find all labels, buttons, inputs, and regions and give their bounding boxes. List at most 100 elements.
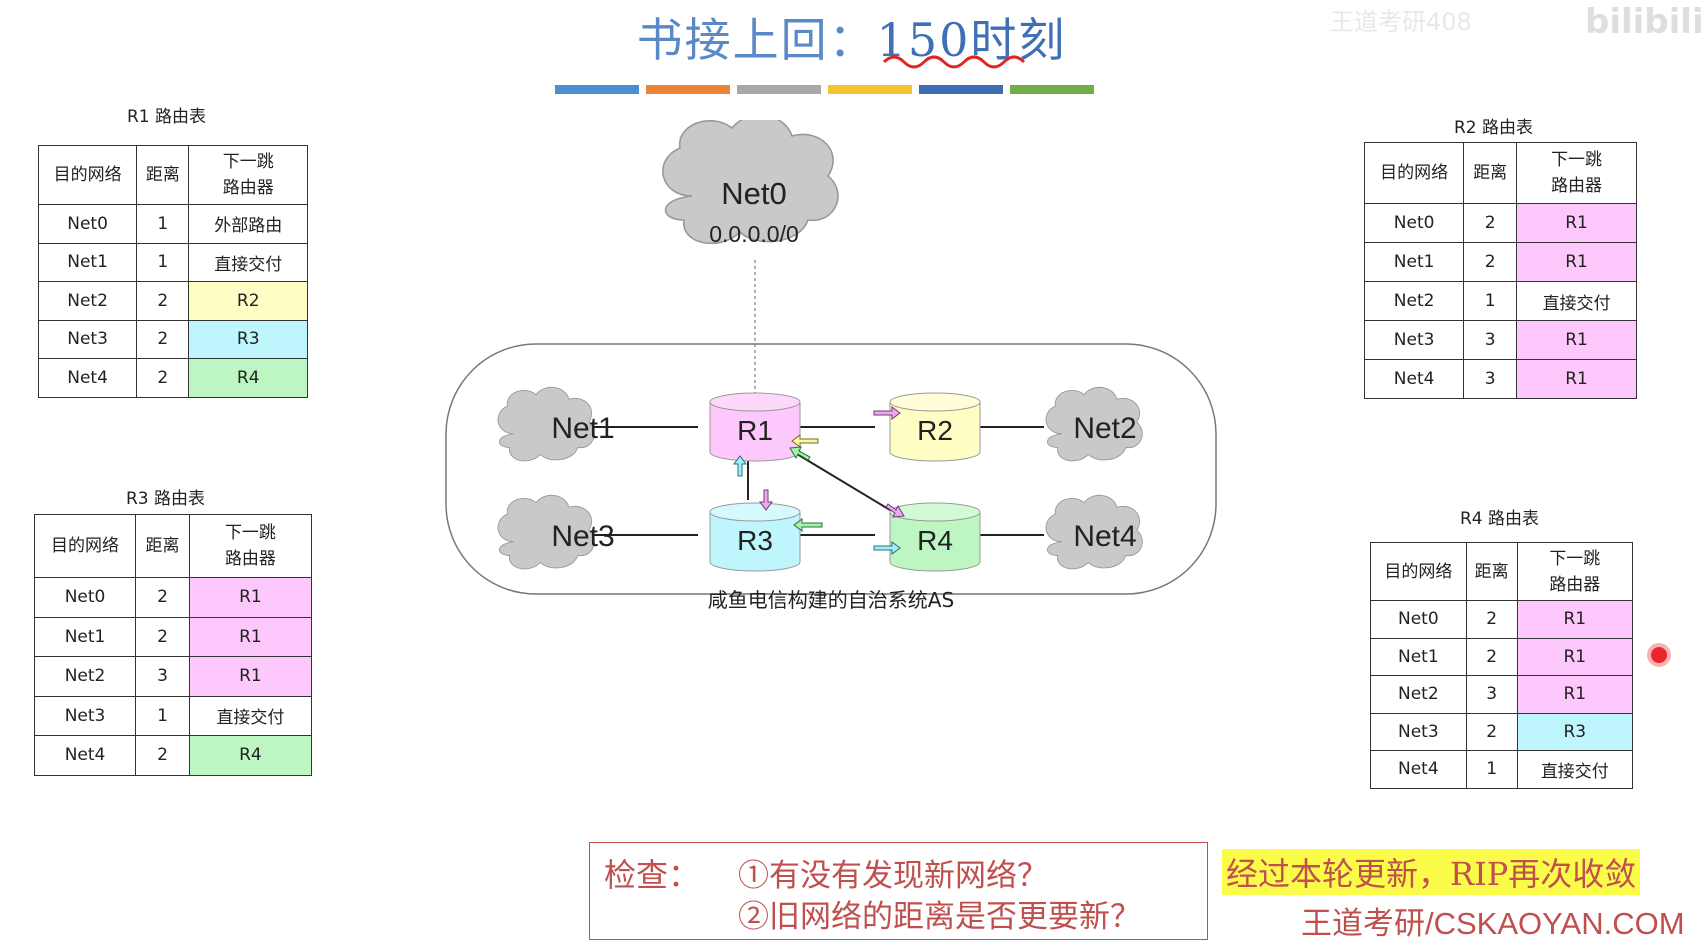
cell-next: R4: [188, 358, 308, 398]
update-arrow-r3-to-r1: [733, 455, 747, 477]
page-title: 书接上回：150时刻: [0, 4, 1703, 70]
net1-label: Net1: [551, 412, 614, 445]
update-arrow-r1-to-r4: [885, 503, 905, 518]
cell-dest: Net0: [37, 204, 138, 244]
cell-dest: Net3: [1370, 712, 1467, 751]
cell-next: R1: [1516, 320, 1637, 360]
update-arrow-r4-to-r3: [793, 518, 823, 532]
header-dest: 目的网络: [1363, 142, 1465, 204]
cell-dist: 2: [1465, 712, 1518, 751]
cell-dest: Net3: [33, 695, 137, 736]
cell-dist: 1: [1463, 281, 1518, 321]
header-next: 下一跳路由器: [1516, 542, 1634, 601]
header-next-l2: 路由器: [224, 549, 276, 569]
cell-dist: 3: [135, 656, 190, 697]
color-bar-2: [646, 85, 730, 94]
cell-dist: 2: [135, 616, 190, 657]
update-arrow-r1-to-r3: [759, 489, 773, 511]
r3-table-title: R3 路由表: [126, 489, 206, 509]
net1-cloud: [497, 386, 595, 462]
router-r2-label: R2: [917, 415, 953, 446]
header-next: 下一跳路由器: [188, 514, 313, 578]
cell-dest: Net1: [1370, 637, 1467, 676]
cell-next: R3: [1516, 712, 1634, 751]
cell-next: R1: [1516, 600, 1634, 639]
cell-dist: 2: [1463, 242, 1518, 282]
update-arrow-r3-to-r4: [873, 541, 901, 555]
cell-next: R1: [1516, 203, 1637, 243]
router-r4-label: R4: [917, 525, 953, 556]
header-next-l2: 路由器: [222, 178, 274, 198]
header-next-l2: 路由器: [1551, 176, 1603, 196]
cell-dist: 2: [135, 735, 190, 776]
header-next-l2: 路由器: [1549, 574, 1601, 595]
converged-note: 经过本轮更新，RIP再次收敛: [1222, 849, 1641, 895]
check-label: 检查：: [604, 856, 701, 894]
header-next-l1: 下一跳: [1549, 548, 1601, 569]
cell-dest: Net2: [1370, 675, 1467, 714]
cell-next: R3: [188, 319, 308, 359]
cell-dest: Net4: [1370, 750, 1467, 789]
watermark-text: 王道考研408: [1330, 8, 1472, 36]
header-dist: 距离: [1465, 542, 1518, 601]
cell-dist: 2: [1465, 600, 1518, 639]
title-prefix: 书接上回：: [636, 13, 877, 67]
cell-dist: 2: [136, 319, 190, 359]
net4-label: Net4: [1073, 520, 1136, 553]
network-diagram: Net0 0.0.0.0/0 Net1 Net2 Net3 Net4 R1 R2…: [445, 120, 1217, 612]
cell-dist: 1: [136, 204, 190, 244]
net0-address: 0.0.0.0/0: [709, 221, 799, 247]
cell-dest: Net1: [1363, 242, 1465, 282]
r2-table-title: R2 路由表: [1454, 118, 1534, 138]
cell-next: R1: [188, 577, 313, 618]
header-next: 下一跳路由器: [188, 145, 308, 205]
update-arrow-r2-to-r1: [791, 434, 819, 448]
color-bars: [555, 79, 1101, 98]
cell-dist: 2: [1465, 637, 1518, 676]
cell-dest: Net4: [37, 358, 138, 398]
cell-dest: Net2: [37, 281, 138, 321]
header-next-l1: 下一跳: [224, 523, 276, 543]
cell-dest: Net2: [1363, 281, 1465, 321]
cell-dest: Net1: [37, 242, 138, 282]
cell-dist: 1: [136, 242, 190, 282]
cell-dist: 1: [1465, 750, 1518, 789]
cell-next: 直接交付: [188, 695, 313, 736]
cell-next: R1: [1516, 242, 1637, 282]
cell-next: 直接交付: [1516, 750, 1634, 789]
net0-cloud: [662, 120, 839, 245]
header-next-l1: 下一跳: [1551, 150, 1603, 170]
color-bar-5: [919, 85, 1003, 94]
router-r3: R3: [709, 502, 801, 572]
check-question-2: ②旧网络的距离是否更要新？: [738, 899, 1141, 935]
color-bar-3: [737, 85, 821, 94]
net3-cloud: [497, 494, 595, 570]
net0-label: Net0: [721, 176, 786, 211]
header-dest: 目的网络: [37, 145, 138, 205]
bilibili-logo: bilibili: [1585, 2, 1703, 42]
check-box: [589, 842, 1208, 940]
router-r2: R2: [889, 392, 981, 462]
header-dist: 距离: [1463, 142, 1518, 204]
net4-cloud: [1045, 494, 1143, 570]
cell-next: R1: [1516, 675, 1634, 714]
cell-dist: 2: [135, 577, 190, 618]
cell-dest: Net1: [33, 616, 137, 657]
cell-next: 直接交付: [188, 242, 308, 282]
cell-dest: Net0: [1363, 203, 1465, 243]
